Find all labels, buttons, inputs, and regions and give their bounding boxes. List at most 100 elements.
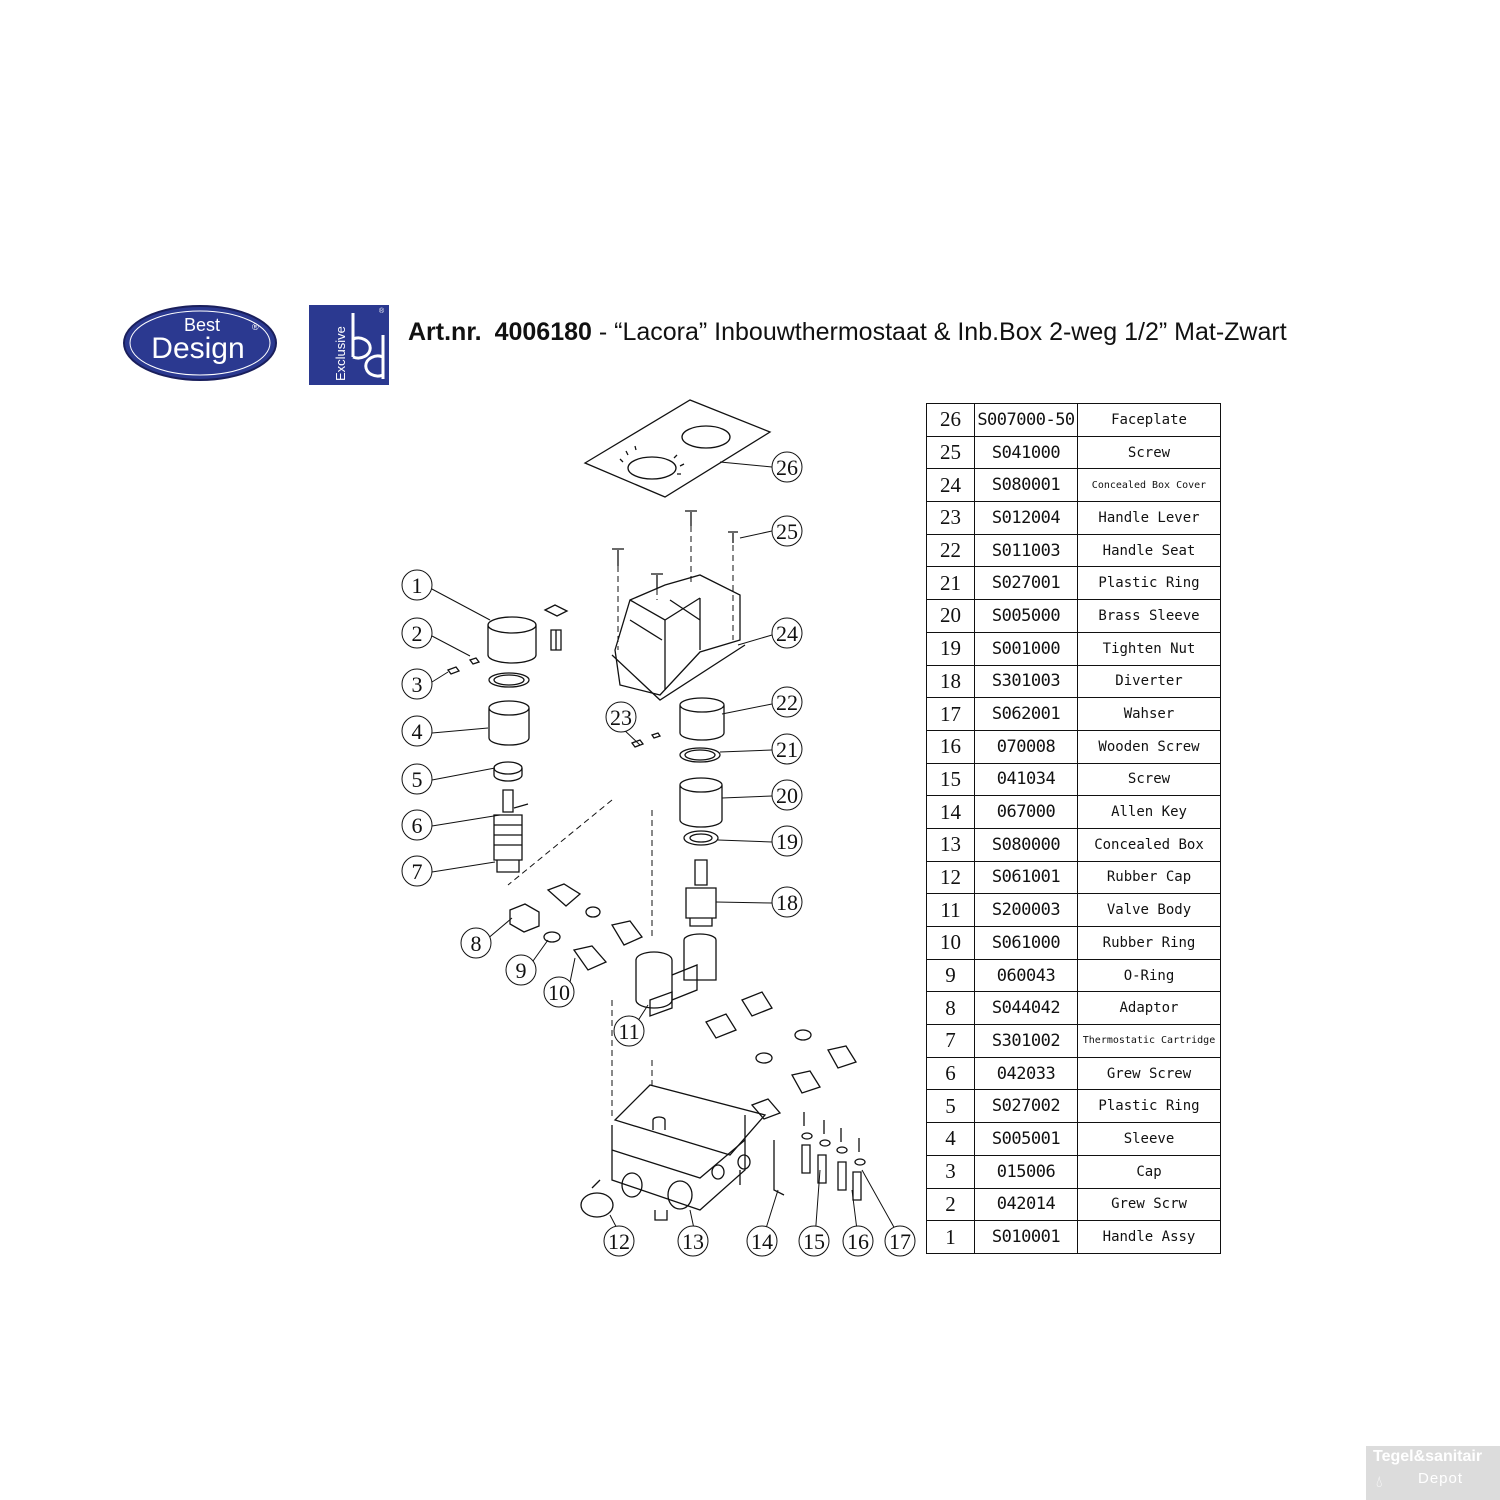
watermark-line2: Depot	[1418, 1470, 1464, 1487]
part-code-cell: 041034	[974, 762, 1078, 797]
page-title: Art.nr. 4006180 - “Lacora” Inbouwthermos…	[408, 318, 1287, 347]
handle-column-drawing	[446, 604, 569, 873]
callout-label: 25	[776, 519, 798, 544]
part-description-cell: Handle Seat	[1077, 533, 1221, 568]
brand-line1: Best	[184, 315, 220, 335]
part-number-cell: 14	[926, 795, 975, 829]
mounting-screws-drawing	[801, 1112, 866, 1201]
callout-label: 6	[412, 813, 423, 838]
part-code-cell: S027002	[974, 1089, 1078, 1124]
exclusive-label: Exclusive	[333, 326, 348, 381]
callout-5: 5	[401, 763, 433, 795]
callout-23: 23	[605, 701, 637, 733]
exclusive-logo: Exclusive ®	[309, 305, 389, 385]
part-code-cell: S041000	[974, 435, 1078, 470]
part-description-cell: Sleeve	[1077, 1122, 1221, 1156]
part-code-cell: 060043	[974, 958, 1078, 993]
callout-2: 2	[401, 617, 433, 649]
callout-11: 11	[613, 1015, 645, 1047]
diverter-column-drawing	[630, 697, 725, 927]
callout-1: 1	[401, 569, 433, 601]
part-code-cell: S005001	[974, 1122, 1078, 1156]
faceplate-drawing	[583, 399, 772, 498]
callout-label: 14	[751, 1229, 773, 1254]
callout-label: 23	[610, 705, 632, 730]
part-code-cell: S010001	[974, 1220, 1078, 1254]
callout-20: 20	[771, 779, 803, 811]
part-number-cell: 16	[926, 729, 975, 764]
callout-label: 26	[776, 455, 798, 480]
concealed-box-drawing	[591, 1084, 782, 1221]
part-number-cell: 26	[926, 403, 975, 437]
product-title: - “Lacora” Inbouwthermostaat & Inb.Box 2…	[598, 318, 1287, 346]
part-description-cell: Allen Key	[1077, 795, 1221, 829]
part-code-cell: 042033	[974, 1056, 1078, 1091]
part-description-cell: Thermostatic Cartridge	[1077, 1024, 1221, 1058]
callout-13: 13	[677, 1225, 709, 1257]
part-code-cell: 070008	[974, 729, 1078, 764]
part-number-cell: 25	[926, 435, 975, 470]
callout-21: 21	[771, 733, 803, 765]
callout-10: 10	[543, 976, 575, 1008]
screws-25-drawing	[612, 510, 738, 589]
callout-label: 3	[412, 672, 423, 697]
drop-icon: 💧︎	[1376, 1474, 1383, 1491]
callout-label: 19	[776, 829, 798, 854]
callout-12: 12	[603, 1225, 635, 1257]
callout-label: 10	[548, 980, 570, 1005]
part-description-cell: Valve Body	[1077, 893, 1221, 927]
part-code-cell: S062001	[974, 697, 1078, 731]
part-code-cell: 015006	[974, 1154, 1078, 1189]
part-number-cell: 19	[926, 631, 975, 666]
best-design-logo: Best Design ®	[123, 305, 277, 381]
part-code-cell: S080000	[974, 827, 1078, 862]
part-description-cell: Screw	[1077, 435, 1221, 470]
part-code-cell: S007000-50	[974, 403, 1078, 437]
callout-label: 2	[412, 621, 423, 646]
callout-label: 13	[682, 1229, 704, 1254]
part-number-cell: 21	[926, 566, 975, 601]
part-code-cell: 042014	[974, 1187, 1078, 1222]
callout-7: 7	[401, 855, 433, 887]
part-number-cell: 2	[926, 1187, 975, 1222]
part-number-cell: 22	[926, 533, 975, 568]
callout-6: 6	[401, 809, 433, 841]
callout-label: 20	[776, 783, 798, 808]
watermark: Tegel&sanitair 💧︎ Depot	[1366, 1446, 1500, 1500]
part-number-cell: 9	[926, 958, 975, 993]
callout-25: 25	[771, 515, 803, 547]
part-code-cell: S061001	[974, 860, 1078, 895]
exploded-parts-diagram: 1 2 3 4 5 6 7 8 9 10 11 12 13 14 15 16 1…	[401, 399, 916, 1257]
artnr-label: Art.nr.	[408, 318, 482, 346]
part-code-cell: S301002	[974, 1024, 1078, 1058]
callout-label: 7	[412, 859, 423, 884]
part-description-cell: Plastic Ring	[1077, 566, 1221, 601]
callout-8: 8	[460, 927, 492, 959]
part-description-cell: Wooden Screw	[1077, 729, 1221, 764]
part-number-cell: 4	[926, 1122, 975, 1156]
part-number-cell: 13	[926, 827, 975, 862]
callout-label: 1	[412, 573, 423, 598]
callout-label: 15	[803, 1229, 825, 1254]
part-description-cell: Wahser	[1077, 697, 1221, 731]
callout-label: 24	[776, 621, 798, 646]
callout-15: 15	[798, 1225, 830, 1257]
part-number-cell: 23	[926, 501, 975, 535]
part-code-cell: 067000	[974, 795, 1078, 829]
callout-4: 4	[401, 715, 433, 747]
